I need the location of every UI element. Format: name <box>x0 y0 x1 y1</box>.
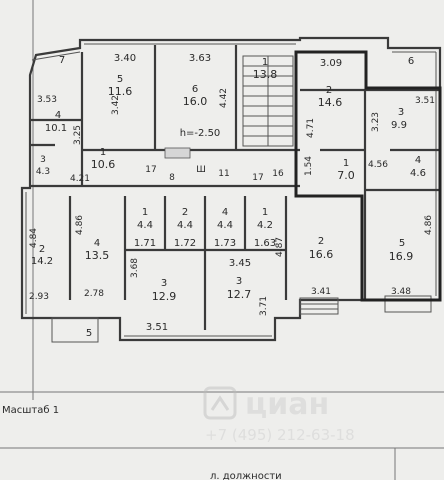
dim-label: 4.21 <box>70 174 90 184</box>
dimension-labels: 3.42 3.25 4.42 h=-2.50 4.21 4.71 3.23 4.… <box>29 88 434 333</box>
dim-label: 4.84 <box>29 228 39 248</box>
dim-label: 3.41 <box>311 287 331 297</box>
room-area: 9.9 <box>391 120 407 131</box>
dim-label: 1.54 <box>304 156 314 176</box>
room-area: 4.4 <box>177 220 193 231</box>
room-dim: 3.40 <box>114 53 136 64</box>
room-number: 2 <box>326 85 332 96</box>
corridor-label: 17 <box>252 173 263 183</box>
signature-fragment: л. должности <box>210 471 282 480</box>
dim-label: 3.23 <box>371 112 381 132</box>
room-number: 5 <box>86 328 92 339</box>
room-area: 10.1 <box>45 123 67 134</box>
dim-label: 4.56 <box>368 160 388 170</box>
corridor-label: 17 <box>145 165 156 175</box>
room-dim: 3.51 <box>415 96 435 106</box>
shaft-block <box>164 147 191 159</box>
room-area: 11.6 <box>108 85 133 98</box>
interior-walls <box>30 45 440 330</box>
room-area: 13.8 <box>253 68 278 81</box>
room-area: 4.2 <box>257 220 273 231</box>
room-area: 12.7 <box>227 288 252 301</box>
room-number: 1 <box>142 207 148 218</box>
dim-label: 3.25 <box>73 125 83 145</box>
room-number: 6 <box>408 56 414 67</box>
entrance-steps <box>51 295 432 343</box>
room-dim: 3.09 <box>320 58 342 69</box>
room-number: 4 <box>222 207 228 218</box>
dim-label: 3.51 <box>146 322 168 333</box>
dim-label: 4.87 <box>275 237 285 257</box>
scale-label: Масштаб 1 <box>2 405 59 416</box>
room-area: 4.3 <box>36 167 50 177</box>
room-area: 10.6 <box>91 158 116 171</box>
room-number: 1 <box>262 207 268 218</box>
corridor-label: 8 <box>169 173 175 183</box>
dim-label: 4.86 <box>424 215 434 235</box>
room-7-number: 7 <box>59 55 65 66</box>
dim-label: 3.42 <box>111 95 121 115</box>
room-number: 3 <box>40 155 46 165</box>
room-number: 1 <box>100 147 106 158</box>
room-dim: 3.45 <box>229 258 251 269</box>
room-number: 5 <box>399 238 405 249</box>
corridor-label: 16 <box>272 169 284 179</box>
dim-label: 4.86 <box>75 215 85 235</box>
room-number: 4 <box>94 238 100 249</box>
watermark-phone: +7 (495) 212-63-18 <box>205 426 355 444</box>
dim-label: 3.71 <box>259 296 269 316</box>
room-dim: 1.63 <box>254 238 276 249</box>
room-dim: 1.72 <box>174 238 196 249</box>
room-area: 14.2 <box>31 256 53 267</box>
room-labels: 7 3.40 5 11.6 3.63 6 16.0 1 13.8 3.53 4 … <box>31 53 435 339</box>
room-dim: 1.71 <box>134 238 156 249</box>
room-number: 5 <box>117 74 123 85</box>
room-area: 12.9 <box>152 290 177 303</box>
dim-label: 4.42 <box>219 88 229 108</box>
room-number: 1 <box>262 57 268 68</box>
highlighted-apartment <box>294 50 442 302</box>
room-dim: 3.53 <box>37 95 57 105</box>
room-number: 3 <box>236 276 242 287</box>
dim-label: 3.48 <box>391 287 411 297</box>
corridor-label: Ш <box>196 165 206 175</box>
room-dim: 1.73 <box>214 238 236 249</box>
room-area: 16.9 <box>389 250 414 263</box>
room-number: 3 <box>161 278 167 289</box>
dim-label: 2.78 <box>84 289 104 299</box>
room-area: 4.4 <box>137 220 153 231</box>
corridor-labels: 17 8 Ш 11 17 16 <box>145 165 284 183</box>
room-dim: 3.63 <box>189 53 211 64</box>
room-number: 4 <box>55 110 61 121</box>
dim-label: 3.68 <box>130 258 140 278</box>
room-number: 1 <box>343 158 349 169</box>
room-area: 4.6 <box>410 168 426 179</box>
room-area: 16.6 <box>309 248 334 261</box>
room-number: 6 <box>192 84 198 95</box>
room-number: 2 <box>39 244 45 255</box>
room-area: 16.0 <box>183 95 208 108</box>
room-number: 4 <box>415 155 421 166</box>
room-area: 7.0 <box>337 169 355 182</box>
room-number: 2 <box>182 207 188 218</box>
room-area: 13.5 <box>85 249 110 262</box>
watermark-brand: циан <box>245 387 329 422</box>
watermark: циан +7 (495) 212-63-18 <box>203 386 355 444</box>
staircase <box>242 55 294 147</box>
room-area: 14.6 <box>318 96 343 109</box>
corridor-label: 11 <box>218 169 229 179</box>
dim-label: 2.93 <box>29 292 49 302</box>
dim-label: 4.71 <box>306 118 316 138</box>
cian-logo-icon <box>203 386 237 420</box>
level-marker: h=-2.50 <box>180 128 221 139</box>
room-area: 4.4 <box>217 220 233 231</box>
room-number: 2 <box>318 236 324 247</box>
room-number: 3 <box>398 107 404 118</box>
